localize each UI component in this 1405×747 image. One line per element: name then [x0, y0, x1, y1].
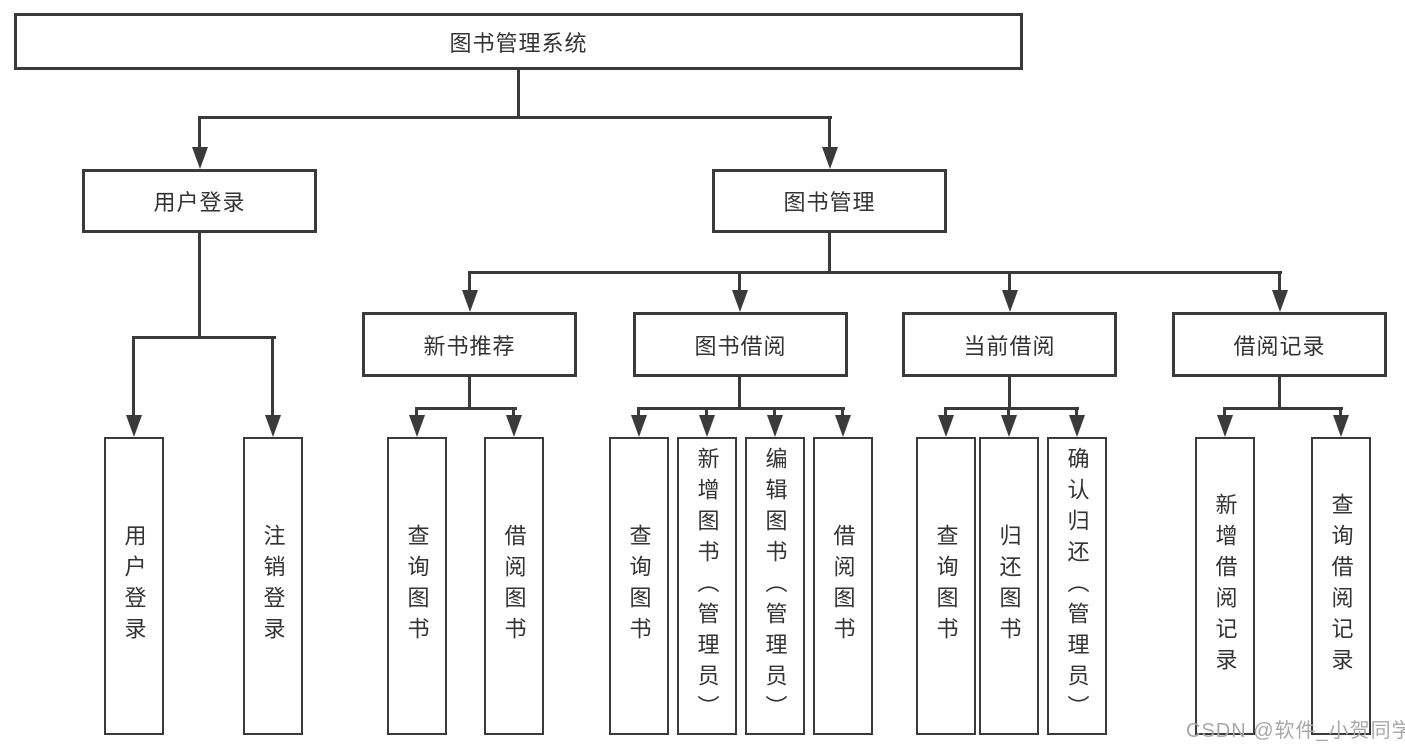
leaf-borrow-books: 借阅图书 — [813, 437, 873, 735]
leaf-query-books-recommend-label: 查询图书 — [404, 524, 430, 648]
arrow-down-icon — [462, 290, 478, 312]
connector-borrow-drop — [738, 271, 741, 293]
connector-leaf-drop — [705, 407, 708, 419]
leaf-add-books-admin-label: 新增图书（管理员） — [694, 446, 720, 726]
leaf-query-borrow-record: 查询借阅记录 — [1311, 437, 1371, 735]
arrow-down-icon — [1069, 415, 1085, 437]
connector-records-stem — [1278, 377, 1281, 409]
connector-leaf-drop — [1007, 407, 1010, 419]
leaf-edit-books-admin-label: 编辑图书（管理员） — [762, 446, 788, 726]
connector-leaf-drop — [1075, 407, 1078, 419]
node-book-borrow-label: 图书借阅 — [694, 333, 787, 359]
connector-current-drop — [1008, 271, 1011, 293]
arrow-down-icon — [192, 147, 208, 169]
connector-borrow-hbar — [637, 407, 845, 410]
connector-leaf-drop — [415, 407, 418, 419]
connector-recommend-drop — [468, 271, 471, 293]
arrow-down-icon — [1217, 415, 1233, 437]
node-current-borrow-label: 当前借阅 — [963, 333, 1056, 359]
arrow-down-icon — [822, 147, 838, 169]
leaf-query-borrow-record-label: 查询借阅记录 — [1328, 493, 1354, 679]
arrow-down-icon — [1002, 290, 1018, 312]
arrow-down-icon — [631, 415, 647, 437]
node-current-borrow: 当前借阅 — [902, 312, 1117, 377]
arrow-down-icon — [1272, 290, 1288, 312]
leaf-query-books-current-label: 查询图书 — [933, 524, 959, 648]
leaf-borrow-books-label: 借阅图书 — [830, 524, 856, 648]
connector-leaf-drop — [1339, 407, 1342, 419]
node-library-system: 图书管理系统 — [14, 13, 1023, 70]
connector-records-drop — [1278, 271, 1281, 293]
connector-login-hbar — [132, 336, 276, 339]
leaf-user-login: 用户登录 — [104, 437, 164, 735]
leaf-user-login-label: 用户登录 — [121, 524, 147, 648]
node-library-system-label: 图书管理系统 — [449, 30, 588, 56]
node-new-book-recommend-label: 新书推荐 — [423, 333, 516, 359]
connector-leaf-drop — [637, 407, 640, 419]
connector-mgmt-stem — [828, 233, 831, 273]
connector-current-stem — [1008, 377, 1011, 409]
node-user-login-label: 用户登录 — [153, 190, 246, 215]
leaf-return-books-label: 归还图书 — [996, 524, 1022, 648]
leaf-confirm-return-admin-label: 确认归还（管理员） — [1064, 446, 1090, 726]
leaf-logout: 注销登录 — [243, 437, 303, 735]
leaf-query-books-current: 查询图书 — [916, 437, 976, 735]
arrow-down-icon — [767, 415, 783, 437]
connector-borrow-stem — [738, 377, 741, 409]
connector-leaf-drop — [1223, 407, 1226, 419]
node-borrow-records-label: 借阅记录 — [1233, 333, 1326, 359]
arrow-down-icon — [265, 415, 281, 437]
node-user-login: 用户登录 — [82, 169, 317, 233]
arrow-down-icon — [1333, 415, 1349, 437]
connector-login-leaf-drop — [132, 336, 135, 418]
leaf-confirm-return-admin: 确认归还（管理员） — [1047, 437, 1107, 735]
leaf-query-books-borrow: 查询图书 — [609, 437, 669, 735]
connector-level1-hbar — [198, 116, 832, 119]
arrow-down-icon — [699, 415, 715, 437]
connector-leaf-drop — [512, 407, 515, 419]
leaf-borrow-books-recommend-label: 借阅图书 — [501, 524, 527, 648]
connector-user-login-drop — [198, 116, 201, 150]
arrow-down-icon — [1001, 415, 1017, 437]
connector-recommend-hbar — [415, 407, 517, 410]
node-book-management: 图书管理 — [712, 169, 947, 233]
arrow-down-icon — [938, 415, 954, 437]
connector-book-mgmt-drop — [828, 116, 831, 150]
arrow-down-icon — [409, 415, 425, 437]
leaf-query-books-recommend: 查询图书 — [387, 437, 447, 735]
connector-current-hbar — [944, 407, 1079, 410]
leaf-add-borrow-record: 新增借阅记录 — [1195, 437, 1255, 735]
connector-level2-hbar — [468, 271, 1282, 274]
arrow-down-icon — [835, 415, 851, 437]
leaf-edit-books-admin: 编辑图书（管理员） — [745, 437, 805, 735]
arrow-down-icon — [126, 415, 142, 437]
leaf-borrow-books-recommend: 借阅图书 — [484, 437, 544, 735]
node-book-borrow: 图书借阅 — [633, 312, 848, 377]
node-book-management-label: 图书管理 — [783, 190, 876, 215]
leaf-add-books-admin: 新增图书（管理员） — [677, 437, 737, 735]
arrow-down-icon — [506, 415, 522, 437]
node-borrow-records: 借阅记录 — [1172, 312, 1387, 377]
leaf-query-books-borrow-label: 查询图书 — [626, 524, 652, 648]
arrow-down-icon — [732, 290, 748, 312]
connector-leaf-drop — [944, 407, 947, 419]
leaf-logout-label: 注销登录 — [260, 524, 286, 648]
connector-recommend-stem — [468, 377, 471, 409]
connector-logout-leaf-drop — [271, 336, 274, 418]
connector-leaf-drop — [841, 407, 844, 419]
connector-login-stem — [198, 233, 201, 338]
leaf-return-books: 归还图书 — [979, 437, 1039, 735]
node-new-book-recommend: 新书推荐 — [362, 312, 577, 377]
leaf-add-borrow-record-label: 新增借阅记录 — [1212, 493, 1238, 679]
connector-root-stem — [517, 69, 520, 118]
watermark: CSDN @软件_小贺同学 — [1186, 720, 1405, 742]
connector-leaf-drop — [773, 407, 776, 419]
connector-records-hbar — [1223, 407, 1343, 410]
